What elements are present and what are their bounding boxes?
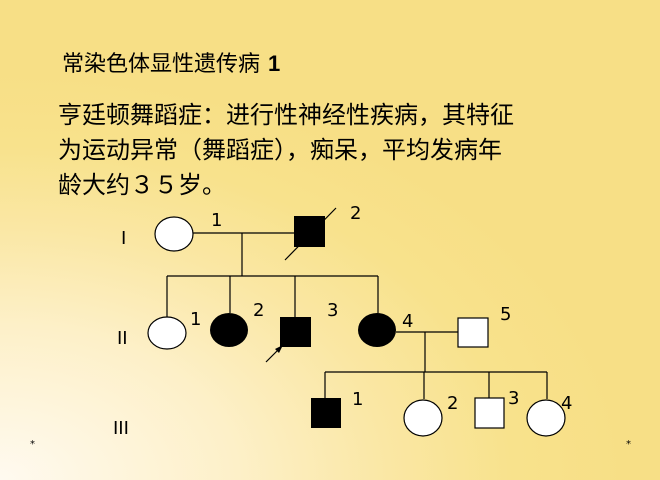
footer-mark-left: * — [30, 439, 35, 450]
female-affected-II2 — [210, 313, 248, 347]
individual-number-I2: 2 — [350, 203, 361, 224]
female-unaffected-II1 — [147, 316, 187, 350]
description-line-1: 亨廷顿舞蹈症：进行性神经性疾病，其特征 — [58, 101, 514, 129]
male-affected-I2 — [294, 216, 325, 247]
description: 亨廷顿舞蹈症：进行性神经性疾病，其特征 为运动异常（舞蹈症），痴呆，平均发病年 … — [58, 98, 628, 203]
individual-number-III3: 3 — [508, 388, 519, 409]
male-affected-III1 — [311, 398, 341, 428]
male-unaffected-III3 — [474, 397, 505, 429]
female-unaffected-III2 — [403, 399, 443, 437]
individual-number-II1: 1 — [190, 309, 201, 330]
female-affected-II4 — [358, 313, 396, 347]
individual-number-II3: 3 — [327, 300, 338, 321]
individual-number-II2: 2 — [253, 300, 264, 321]
individual-number-III1: 1 — [352, 389, 363, 410]
description-line-3: 龄大约３５岁。 — [58, 171, 226, 199]
individual-number-II5: 5 — [500, 304, 511, 325]
deceased-mark-I2 — [284, 207, 337, 261]
slide-title-text: 常染色体显性遗传病 — [62, 52, 261, 77]
female-unaffected-I1 — [154, 216, 194, 252]
male-unaffected-II5 — [457, 317, 489, 348]
individual-number-III4: 4 — [561, 393, 572, 414]
slide-title: 常染色体显性遗传病 1 — [62, 49, 280, 80]
proband-arrowhead-II3 — [275, 345, 283, 353]
generation-label-III: III — [113, 418, 129, 439]
generation-label-I: I — [121, 228, 126, 249]
individual-number-I1: 1 — [211, 210, 222, 231]
description-line-2: 为运动异常（舞蹈症），痴呆，平均发病年 — [58, 136, 502, 164]
footer-mark-right: * — [626, 439, 631, 450]
individual-number-II4: 4 — [402, 311, 413, 332]
female-unaffected-III4 — [526, 399, 566, 437]
individual-number-III2: 2 — [447, 393, 458, 414]
pedigree-lines — [166, 232, 548, 399]
male-affected-II3 — [280, 317, 311, 347]
slide-title-number: 1 — [268, 51, 281, 76]
generation-label-II: II — [117, 328, 128, 349]
